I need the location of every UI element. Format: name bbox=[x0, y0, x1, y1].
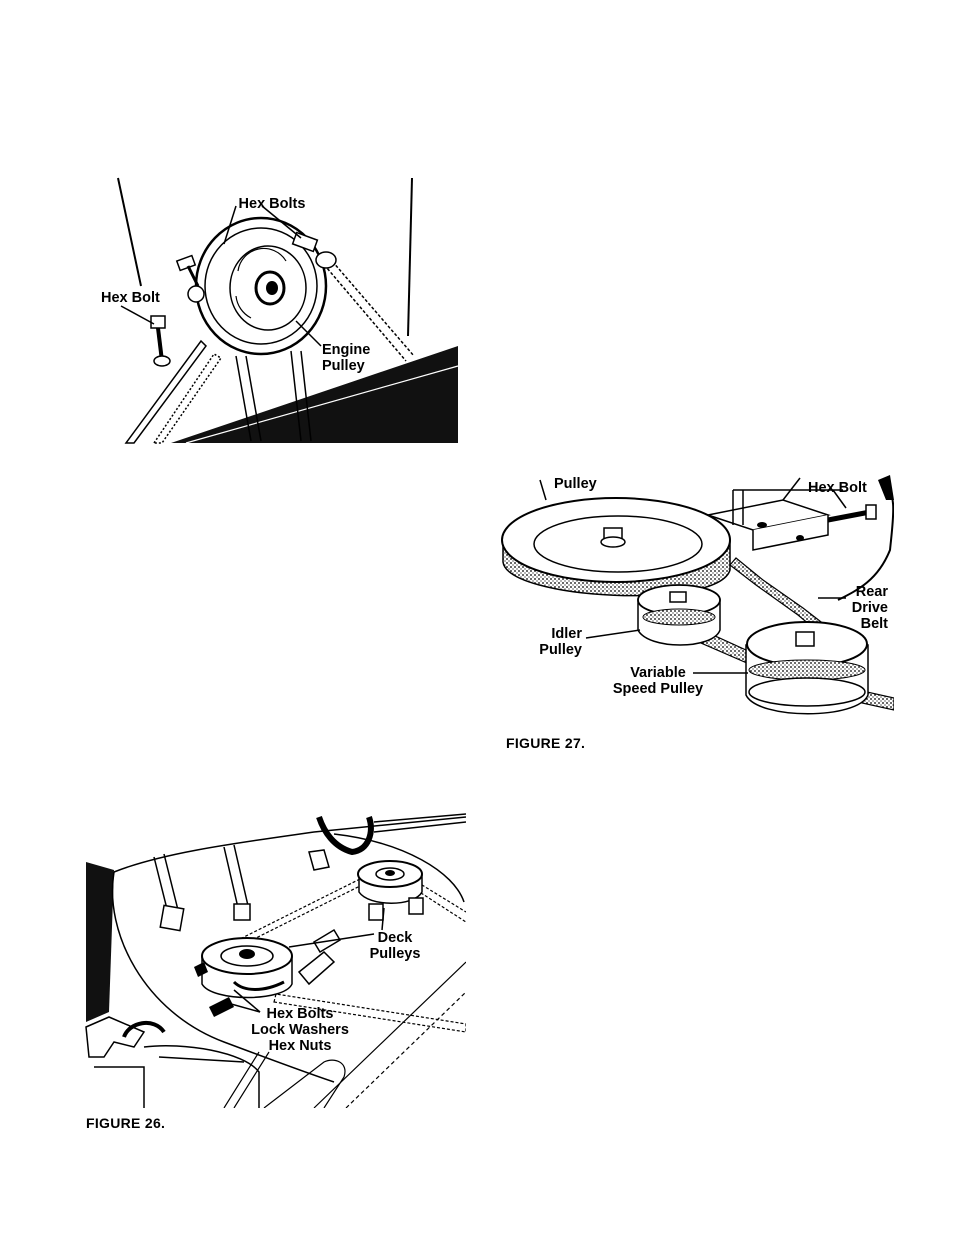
engine-pulley-label-line1: Engine bbox=[322, 342, 392, 358]
idler-pulley-label-line2: Pulley bbox=[518, 642, 582, 658]
hex-bolts-washers-nuts-label: Hex Bolts Lock Washers Hex Nuts bbox=[240, 1006, 360, 1054]
rear-drive-belt-label: Rear Drive Belt bbox=[828, 584, 888, 632]
deck-pulleys-label-line2: Pulleys bbox=[360, 946, 430, 962]
engine-pulley-label-line2: Pulley bbox=[322, 358, 392, 374]
variable-speed-pulley-label-line1: Variable bbox=[598, 665, 718, 681]
idler-pulley-label: Idler Pulley bbox=[518, 626, 582, 658]
fig26-hex-bolts-line: Hex Bolts bbox=[240, 1006, 360, 1022]
idler-pulley-label-line1: Idler bbox=[518, 626, 582, 642]
figure-26-illustration: Deck Pulleys Hex Bolts Lock Washers Hex … bbox=[84, 812, 466, 1108]
figure-26-caption: FIGURE 26. bbox=[86, 1115, 165, 1131]
rear-drive-belt-label-line3: Belt bbox=[828, 616, 888, 632]
engine-pulley-illustration: Hex Bolts Hex Bolt Engine Pulley bbox=[96, 176, 460, 444]
fig27-hex-bolt-label: Hex Bolt bbox=[808, 480, 888, 496]
engine-pulley-label: Engine Pulley bbox=[322, 342, 392, 374]
hex-bolt-label: Hex Bolt bbox=[101, 290, 181, 306]
variable-speed-pulley-label-line2: Speed Pulley bbox=[598, 681, 718, 697]
deck-pulleys-label-line1: Deck bbox=[360, 930, 430, 946]
hex-bolts-label: Hex Bolts bbox=[222, 196, 322, 212]
figure-27-caption: FIGURE 27. bbox=[506, 735, 585, 751]
rear-drive-belt-label-line1: Rear bbox=[828, 584, 888, 600]
fig26-hex-nuts-line: Hex Nuts bbox=[240, 1038, 360, 1054]
fig26-lock-washers-line: Lock Washers bbox=[240, 1022, 360, 1038]
deck-pulleys-label: Deck Pulleys bbox=[360, 930, 430, 962]
variable-speed-pulley-label: Variable Speed Pulley bbox=[598, 665, 718, 697]
figure-27-illustration: Pulley Hex Bolt Rear Drive Belt Idler Pu… bbox=[498, 470, 894, 745]
fig27-pulley-label: Pulley bbox=[554, 476, 624, 492]
rear-drive-belt-label-line2: Drive bbox=[828, 600, 888, 616]
